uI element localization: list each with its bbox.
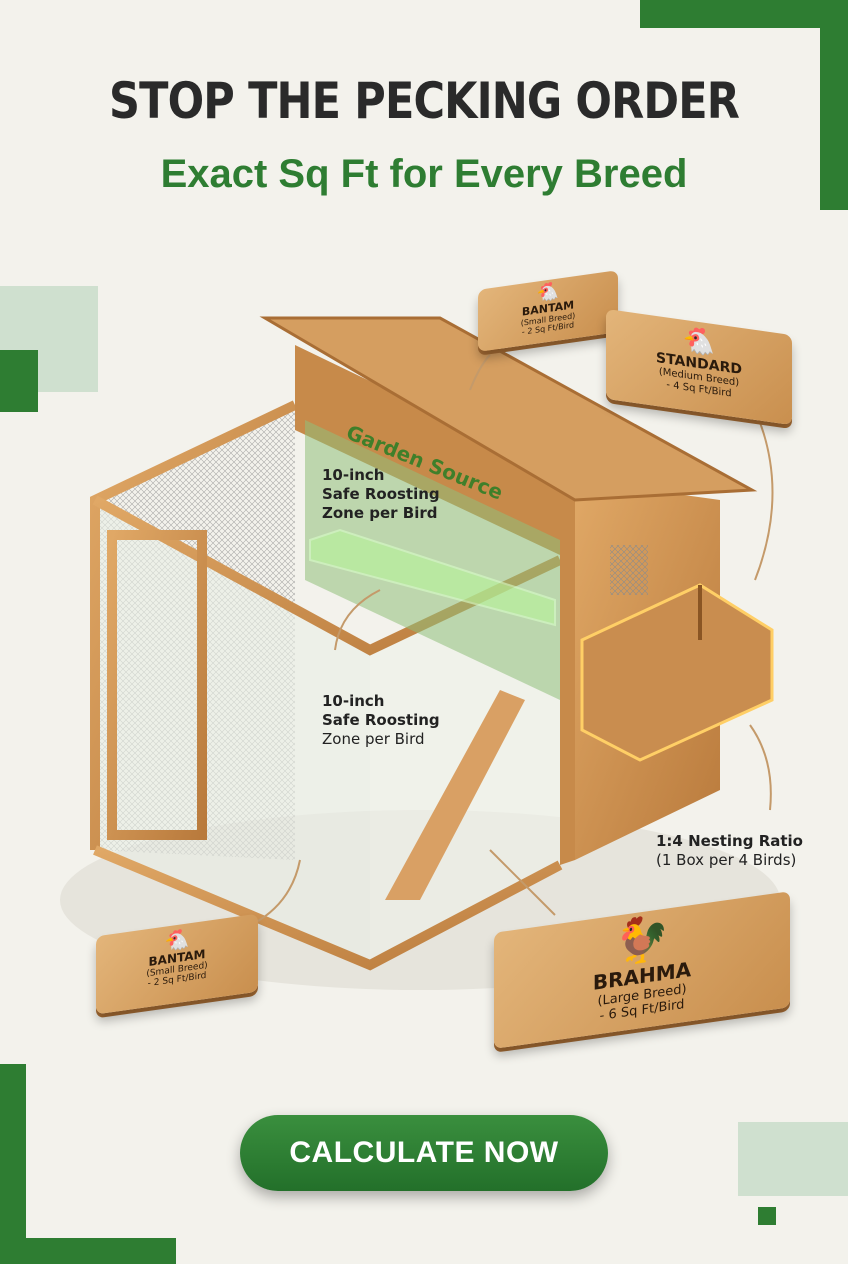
nesting-ratio-label: 1:4 Nesting Ratio (1 Box per 4 Birds): [656, 832, 803, 870]
square-decoration-bottom-right-dark: [758, 1207, 776, 1225]
page-subtitle: Exact Sq Ft for Every Breed: [160, 152, 688, 196]
nesting-label-line: (1 Box per 4 Birds): [656, 851, 797, 869]
roost-label-mid: 10-inch Safe Roosting Zone per Bird: [322, 692, 440, 749]
nesting-label-line: 1:4 Nesting Ratio: [656, 832, 803, 850]
roost-label-line: Zone per Bird: [322, 730, 425, 748]
roost-label-top: 10-inch Safe Roosting Zone per Bird: [322, 466, 440, 523]
corner-decoration-top-right-vertical: [820, 0, 848, 210]
calculate-now-button[interactable]: CALCULATE NOW: [240, 1115, 608, 1191]
roost-label-line: Zone per Bird: [322, 504, 438, 522]
roost-label-line: 10-inch: [322, 692, 385, 710]
roost-label-line: 10-inch: [322, 466, 385, 484]
corner-decoration-top-right: [640, 0, 848, 28]
roost-label-line: Safe Roosting: [322, 711, 440, 729]
square-decoration-left-dark: [0, 350, 38, 412]
roost-label-line: Safe Roosting: [322, 485, 440, 503]
corner-decoration-bottom-left-horizontal: [0, 1238, 176, 1264]
square-decoration-bottom-right: [738, 1122, 848, 1196]
page-title: STOP THE PECKING ORDER: [109, 72, 740, 130]
corner-decoration-bottom-left: [0, 1064, 26, 1264]
